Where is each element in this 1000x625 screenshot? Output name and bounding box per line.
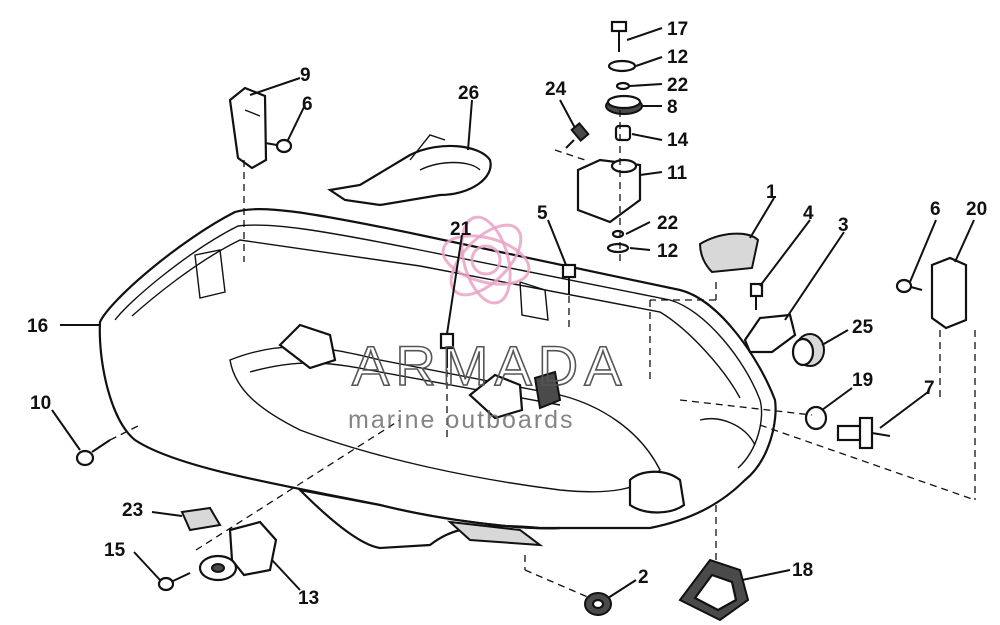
part-11-bracket — [576, 158, 642, 224]
callout-21: 21 — [450, 219, 472, 240]
part-25-grommet — [791, 333, 825, 367]
part-1-latch-cover — [698, 232, 760, 274]
callout-11: 11 — [667, 163, 688, 184]
watermark-brand: ARMADA — [352, 334, 628, 397]
part-18-seal — [678, 558, 750, 622]
part-3-latch — [743, 313, 797, 354]
callout-14: 14 — [667, 130, 689, 151]
callout-26: 26 — [458, 83, 479, 104]
part-10-screw — [75, 439, 111, 467]
lower-motor-cover — [98, 208, 777, 550]
part-12-washer-upper — [607, 59, 637, 73]
propeller-logo-icon — [441, 215, 531, 305]
callout-labels: 17 12 22 8 14 11 24 22 12 26 9 6 21 5 1 … — [27, 19, 987, 609]
callout-25: 25 — [852, 317, 874, 338]
part-15-screw — [157, 572, 191, 592]
part-6-screw-left — [264, 138, 293, 154]
callout-3: 3 — [838, 215, 849, 236]
callout-22: 22 — [667, 75, 688, 96]
callout-22-lower: 22 — [657, 213, 678, 234]
callout-5: 5 — [537, 203, 548, 224]
leader-lines — [51, 27, 975, 599]
part-13-bracket — [198, 520, 278, 582]
callout-6-left: 6 — [302, 94, 313, 115]
part-19-washer — [804, 405, 828, 431]
part-14-bushing — [614, 124, 632, 142]
part-23-clip — [180, 506, 222, 532]
callout-17: 17 — [667, 19, 688, 40]
part-22-washer-upper — [615, 81, 631, 91]
callout-1: 1 — [766, 182, 777, 203]
alignment-lines — [109, 110, 976, 599]
callout-13: 13 — [298, 588, 319, 609]
part-2-plug — [584, 592, 612, 616]
part-8-grommet — [605, 94, 643, 115]
watermark-tagline: marine outboards — [348, 406, 575, 434]
part-20-bracket — [930, 256, 968, 330]
callout-6-right: 6 — [930, 199, 941, 220]
callout-9: 9 — [300, 65, 311, 86]
part-7-fitting — [836, 416, 891, 450]
armada-watermark: ARMADA marine outboards — [348, 215, 628, 434]
callout-12-lower: 12 — [657, 241, 678, 262]
callout-15: 15 — [104, 540, 126, 561]
callout-20: 20 — [966, 199, 987, 220]
part-9-bracket — [228, 86, 268, 170]
callout-4: 4 — [803, 203, 814, 224]
callout-12: 12 — [667, 47, 688, 68]
part-24-screw — [565, 122, 590, 149]
part-26-seal — [327, 134, 492, 207]
callout-16: 16 — [27, 316, 48, 337]
callout-2: 2 — [638, 567, 649, 588]
part-6-screw-right — [895, 278, 923, 294]
callout-19: 19 — [852, 370, 873, 391]
part-5-screw — [561, 263, 577, 295]
callout-24: 24 — [545, 79, 567, 100]
callout-18: 18 — [792, 560, 813, 581]
callout-10: 10 — [30, 393, 51, 414]
part-17-screw — [610, 20, 628, 52]
part-12-washer-lower — [606, 242, 630, 254]
part-22-washer-lower — [611, 229, 625, 239]
callout-8: 8 — [667, 97, 678, 118]
callout-7: 7 — [924, 378, 935, 399]
part-4-screw — [749, 282, 764, 310]
callout-23: 23 — [122, 500, 143, 521]
